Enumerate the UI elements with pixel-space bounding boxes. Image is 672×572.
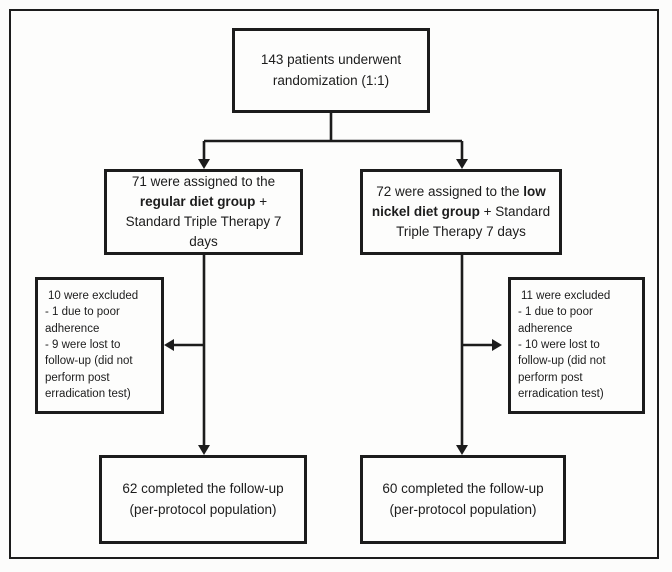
excluded-left-line-3: - 9 were lost to follow-up (did not perf… <box>45 338 133 400</box>
low-nickel-arm-box: 72 were assigned to the low nickel diet … <box>360 169 562 255</box>
excluded-left-line-1: 10 were excluded <box>48 290 139 302</box>
nickel-arm-text-post: + Standard Triple Therapy 7 days <box>396 203 551 240</box>
excluded-right-line-1: 11 were excluded <box>521 290 611 302</box>
nickel-arm-text: 72 were assigned to the low nickel diet … <box>371 182 551 243</box>
excluded-left-line-2: - 1 due to poor adherence <box>45 306 120 335</box>
regular-arm-text-pre: 71 were assigned to the <box>131 173 276 189</box>
excluded-right-line-2: - 1 due to poor adherence <box>518 306 593 335</box>
excluded-left-box: 10 were excluded - 1 due to poor adheren… <box>35 277 164 414</box>
arrowhead-right-complete <box>456 445 468 455</box>
regular-arm-text-bold: regular diet group <box>139 193 256 209</box>
nickel-arm-text-bold: low nickel diet group <box>371 183 546 219</box>
regular-arm-text-post: + Standard Triple Therapy 7 days <box>125 193 282 250</box>
completed-left-box: 62 completed the follow-up (per-protocol… <box>99 455 307 544</box>
randomization-text: 143 patients underwent randomization (1:… <box>260 52 402 88</box>
arrowhead-left-exclusion <box>164 339 174 351</box>
connector-lines <box>174 112 492 447</box>
excluded-right-box: 11 were excluded - 1 due to poor adheren… <box>508 277 645 414</box>
completed-right-box: 60 completed the follow-up (per-protocol… <box>360 455 566 544</box>
arrowhead-left-complete <box>198 445 210 455</box>
arrowhead-right-exclusion <box>492 339 502 351</box>
arrowhead-right-arm <box>456 159 468 169</box>
regular-diet-arm-box: 71 were assigned to the regular diet gro… <box>104 169 303 255</box>
arrowhead-left-arm <box>198 159 210 169</box>
completed-left-text: 62 completed the follow-up (per-protocol… <box>122 481 284 517</box>
randomization-box: 143 patients underwent randomization (1:… <box>232 28 430 113</box>
completed-right-text: 60 completed the follow-up (per-protocol… <box>382 481 544 517</box>
regular-arm-text: 71 were assigned to the regular diet gro… <box>115 172 292 253</box>
excluded-right-line-3: - 10 were lost to follow-up (did not per… <box>518 338 606 400</box>
arrowheads <box>164 159 502 455</box>
nickel-arm-text-pre: 72 were assigned to the <box>376 183 524 199</box>
